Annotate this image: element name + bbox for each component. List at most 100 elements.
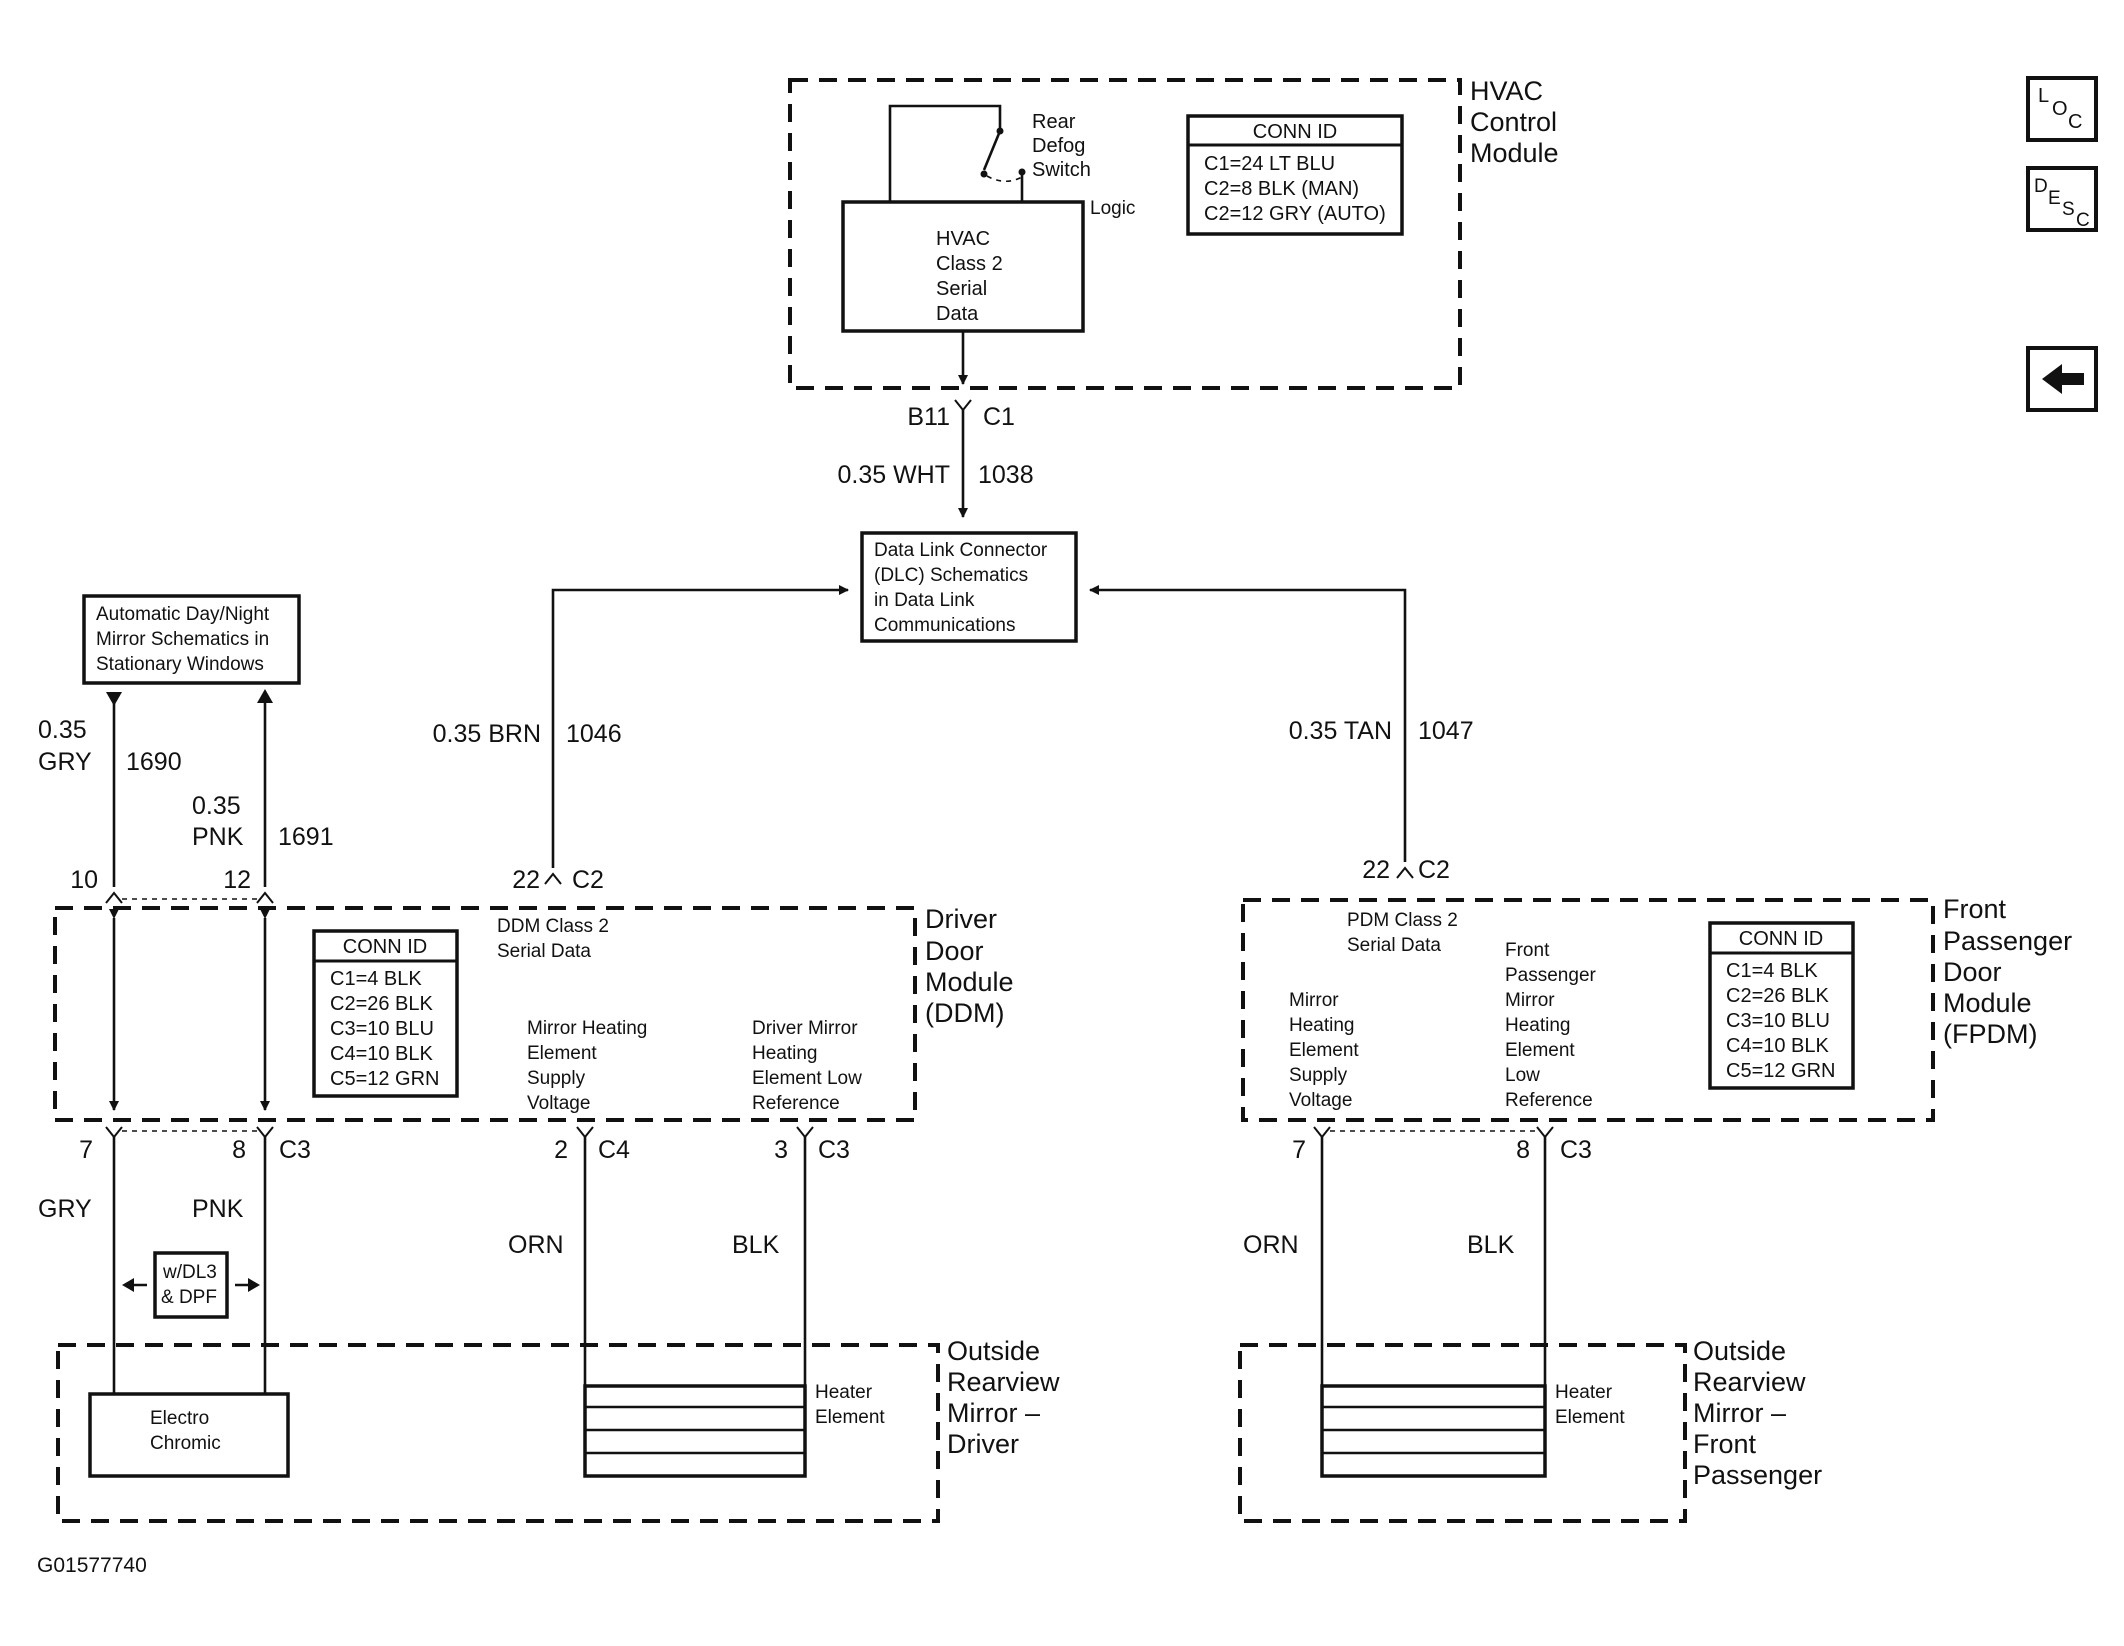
- electrochromic-element: Electro Chromic: [88, 1392, 290, 1478]
- ddm-pin7-mark: [105, 1126, 123, 1139]
- wire-1691-color: PNK: [192, 823, 244, 851]
- wire-1038-gauge: 0.35 WHT: [837, 461, 950, 489]
- ddm-pin-10: 10: [70, 866, 98, 894]
- svg-text:Data Link Connector (DLC: Data Link Connector (DLC) Schematics in …: [874, 540, 1053, 636]
- ddm-pin-7: 7: [79, 1136, 93, 1164]
- ddm-serial-label: DDM Class 2 Serial Data: [497, 916, 614, 962]
- fpdm-pin-22: 22: [1362, 856, 1390, 884]
- option-box-dl3-dpf: w/DL3 & DPF: [122, 1251, 260, 1319]
- wire-1047-gauge: 0.35 TAN: [1289, 717, 1392, 745]
- passenger-mirror-boundary: [1238, 1343, 1687, 1523]
- passenger-heater-label: Heater Element: [1555, 1382, 1625, 1428]
- wire-fpdm-orn-label: ORN: [1243, 1231, 1299, 1259]
- fpdm-pin7-mark: [1313, 1126, 1331, 1139]
- wire-1690-color: GRY: [38, 748, 92, 776]
- fpdm-pin22-mark: [1396, 866, 1414, 879]
- auto-mirror-reference-box: Automatic Day/Night Mirror Schematics in…: [82, 594, 301, 685]
- ddm-conn-c3-a: C3: [279, 1136, 311, 1164]
- figure-id: G01577740: [37, 1554, 147, 1577]
- ddm-pin2-mark: [576, 1126, 594, 1139]
- desc-button[interactable]: D E S C: [2026, 166, 2098, 232]
- fpdm-title: Front Passenger Door Module (FPDM): [1943, 894, 2080, 1049]
- hvac-serial-box: [841, 200, 1085, 333]
- wire-1690-arrow: [106, 692, 122, 706]
- passenger-mirror-title: Outside Rearview Mirror – Front Passenge…: [1693, 1336, 1822, 1490]
- ddm-title: Driver Door Module (DDM): [925, 904, 1021, 1028]
- ddm-pin-12: 12: [223, 866, 251, 894]
- fpdm-conn-id-table: CONN ID C1=4 BLK C2=26 BLK C3=10 BLU C4=…: [1708, 921, 1855, 1090]
- ddm-conn-id-table: CONN ID C1=4 BLK C2=26 BLK C3=10 BLU C4=…: [312, 929, 459, 1098]
- fpdm-pin-8: 8: [1516, 1136, 1530, 1164]
- svg-text:Automatic Day/Night Mirr: Automatic Day/Night Mirror Schematics in…: [96, 604, 274, 675]
- ddm-pin12-mark: [256, 891, 274, 904]
- wire-1047: [1089, 585, 1407, 862]
- svg-text:CONN ID: CONN ID: [1739, 928, 1823, 950]
- svg-text:Electro Chromic: Electro Chromic: [150, 1408, 221, 1454]
- wire-1691-circuit: 1691: [278, 823, 334, 851]
- ddm-pin8-mark: [256, 1126, 274, 1139]
- svg-text:CONN ID: CONN ID: [343, 936, 427, 958]
- wire-1047-circuit: 1047: [1418, 717, 1474, 745]
- fpdm-conn-c2: C2: [1418, 856, 1450, 884]
- hvac-module-boundary: [788, 78, 1462, 390]
- loc-o: O: [2052, 98, 2068, 120]
- driver-heater-element: [583, 1384, 807, 1478]
- ddm-heat-supply-label: Mirror Heating Element Supply Voltage: [527, 1018, 653, 1114]
- loc-button[interactable]: L O C: [2026, 76, 2098, 142]
- svg-text:w/DL3 & DPF: w/DL3 & DPF: [161, 1262, 222, 1308]
- dlc-reference-box: Data Link Connector (DLC) Schematics in …: [860, 531, 1078, 643]
- desc-e: E: [2048, 188, 2061, 209]
- driver-mirror-title: Outside Rearview Mirror – Driver: [947, 1336, 1067, 1459]
- ddm-pin-8: 8: [232, 1136, 246, 1164]
- ddm-pin22-mark: [544, 872, 562, 885]
- ddm-conn-c2: C2: [572, 866, 604, 894]
- wire-1690-gauge: 0.35: [38, 716, 87, 744]
- svg-text:C1=4 BLK C2=26 BLK: C1=4 BLK C2=26 BLK C3=10 BLU C4=10 BLK C…: [330, 968, 440, 1090]
- left-arrow-icon: [2042, 364, 2084, 394]
- back-button[interactable]: [2026, 346, 2098, 412]
- svg-text:C1=24 LT BLU C2=8 BLK (M: C1=24 LT BLU C2=8 BLK (MAN) C2=12 GRY (A…: [1204, 153, 1386, 225]
- desc-c: C: [2076, 210, 2090, 231]
- wire-ddm-blk-label: BLK: [732, 1231, 780, 1259]
- hvac-serial-text: HVAC Class 2 Serial Data: [936, 228, 1008, 325]
- wire-1691-gauge: 0.35: [192, 792, 241, 820]
- wire-pnk-label: PNK: [192, 1195, 244, 1223]
- ddm-pin-3: 3: [774, 1136, 788, 1164]
- wire-1038-circuit: 1038: [978, 461, 1034, 489]
- svg-text:CONN ID: CONN ID: [1253, 121, 1337, 143]
- hvac-pin: B11: [907, 403, 950, 431]
- ddm-pin-2: 2: [554, 1136, 568, 1164]
- ddm-heat-low-label: Driver Mirror Heating Element Low Refere…: [752, 1018, 867, 1114]
- loc-c: C: [2068, 111, 2082, 133]
- passenger-heater-element: [1320, 1384, 1547, 1478]
- wire-1691-arrow: [257, 689, 273, 703]
- ddm-pin-22: 22: [512, 866, 540, 894]
- fpdm-serial-label: PDM Class 2 Serial Data: [1347, 910, 1463, 956]
- switch-label: Rear Defog Switch: [1032, 111, 1091, 181]
- ddm-pin3-mark: [796, 1126, 814, 1139]
- wire-1690-circuit: 1690: [126, 748, 182, 776]
- fpdm-boundary: [1241, 898, 1935, 1122]
- hvac-connector-mark: [954, 399, 972, 412]
- loc-l: L: [2038, 85, 2049, 107]
- fpdm-heat-supply-label: Mirror Heating Element Supply Voltage: [1289, 990, 1364, 1111]
- fpdm-conn-c3: C3: [1560, 1136, 1592, 1164]
- fpdm-heat-low-label: Front Passenger Mirror Heating Element L…: [1505, 940, 1601, 1111]
- desc-s: S: [2062, 199, 2075, 220]
- wire-ddm-orn-label: ORN: [508, 1231, 564, 1259]
- hvac-conn-id-table: CONN ID C1=24 LT BLU C2=8 BLK (MAN) C2=1…: [1186, 114, 1404, 236]
- svg-text:C1=4 BLK C2=26 BLK: C1=4 BLK C2=26 BLK C3=10 BLU C4=10 BLK C…: [1726, 960, 1836, 1082]
- wire-1046-circuit: 1046: [566, 720, 622, 748]
- driver-heater-label: Heater Element: [815, 1382, 885, 1428]
- ddm-pin10-mark: [105, 891, 123, 904]
- ddm-conn-c3-b: C3: [818, 1136, 850, 1164]
- hvac-title: HVAC Control Module: [1470, 76, 1565, 168]
- desc-d: D: [2034, 176, 2048, 197]
- fpdm-pin8-mark: [1536, 1126, 1554, 1139]
- logic-label: Logic: [1090, 198, 1135, 219]
- driver-mirror-boundary: [56, 1343, 940, 1523]
- wire-gry-label: GRY: [38, 1195, 92, 1223]
- wire-1046: [551, 585, 849, 868]
- fpdm-pin-7: 7: [1292, 1136, 1306, 1164]
